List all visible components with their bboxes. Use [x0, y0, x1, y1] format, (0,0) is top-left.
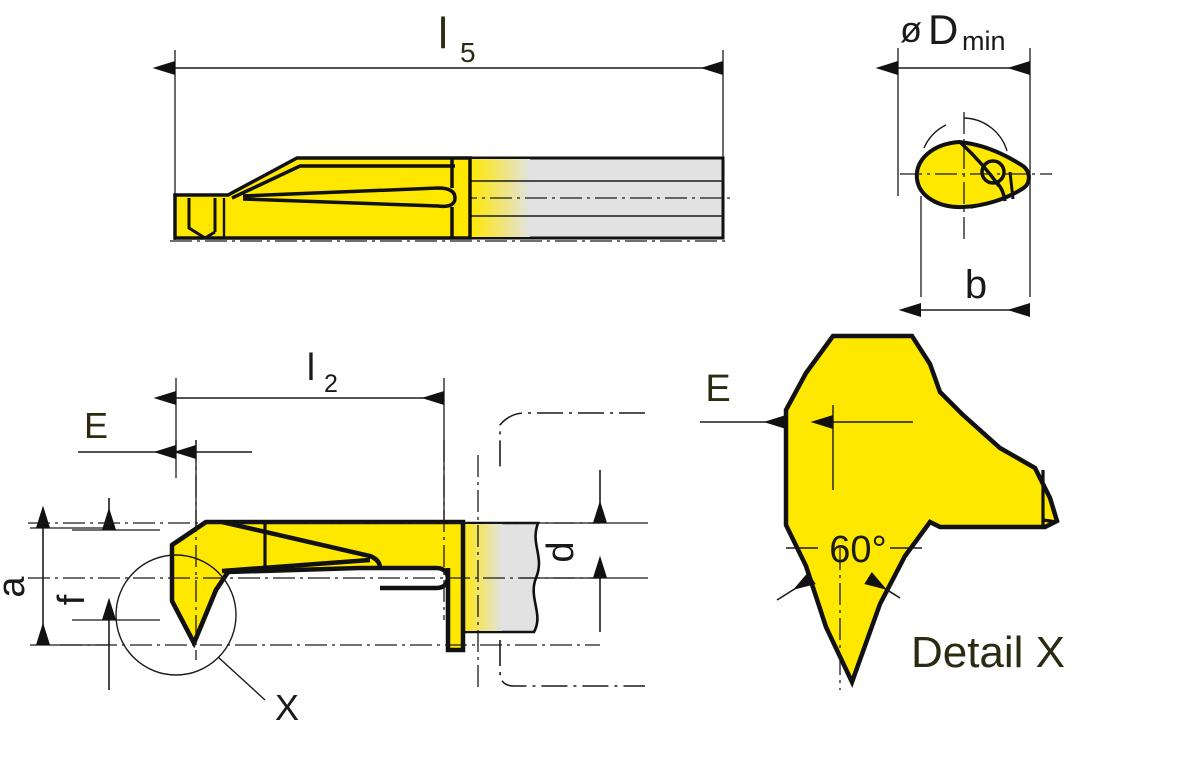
dimension-label-l5-subscript: 5 — [460, 37, 476, 68]
end-view: ø D min b — [875, 6, 1052, 318]
dimension-label-E-detail: E — [705, 368, 730, 410]
dimension-label-b: b — [965, 263, 987, 307]
detail-callout-label-x: X — [275, 687, 299, 728]
side-view-insert-seat-slot — [242, 186, 457, 209]
detail-x-view: E 60° Detail X — [700, 333, 1065, 690]
dimension-label-d: d — [540, 541, 582, 562]
side-view-tip-edge-1 — [187, 198, 206, 240]
end-view-facet-line-3 — [1008, 171, 1015, 200]
dimension-label-l5-base: l — [438, 9, 448, 58]
plan-nose-profile — [170, 570, 230, 649]
dimension-label-dmin-subscript: min — [962, 26, 1006, 56]
side-view: l 5 — [152, 9, 735, 242]
plan-flute-lower-edge — [221, 557, 371, 574]
dimension-arrow-angle-left — [776, 572, 816, 601]
detail-flank-facet-edge — [1042, 518, 1058, 524]
end-view-bore-circle-arc-4 — [923, 124, 947, 149]
dimension-label-E-plan: E — [84, 405, 108, 446]
dimension-label-f: f — [51, 594, 93, 605]
dimension-arrow-angle-right — [864, 572, 901, 599]
workpiece-outline-top — [499, 412, 645, 470]
dimension-label-dmin-base: D — [928, 6, 958, 53]
dimension-label-a: a — [0, 576, 33, 598]
end-view-bore-circle-arc-1 — [963, 117, 1008, 152]
side-view-head-chamfer — [231, 164, 455, 200]
plan-view: l 2 E a f — [0, 347, 648, 728]
side-view-carbide-head — [173, 156, 472, 240]
plan-step-radius — [380, 568, 451, 591]
end-view-screw-hole — [980, 159, 1006, 185]
dimension-label-l2-base: l — [307, 347, 315, 389]
detail-view-title: Detail X — [911, 628, 1065, 677]
plan-head-chamfer — [170, 520, 208, 547]
workpiece-outline-bottom — [499, 640, 645, 687]
detail-callout-circle — [115, 554, 237, 676]
detail-callout-leader — [217, 656, 266, 701]
dimension-label-angle-60: 60° — [829, 529, 886, 571]
dimension-label-dmin-prefix: ø — [900, 9, 922, 50]
plan-flute-upper-edge — [221, 519, 383, 569]
side-view-tip-edge-3 — [204, 230, 216, 240]
dimension-label-l2-subscript: 2 — [324, 370, 338, 398]
